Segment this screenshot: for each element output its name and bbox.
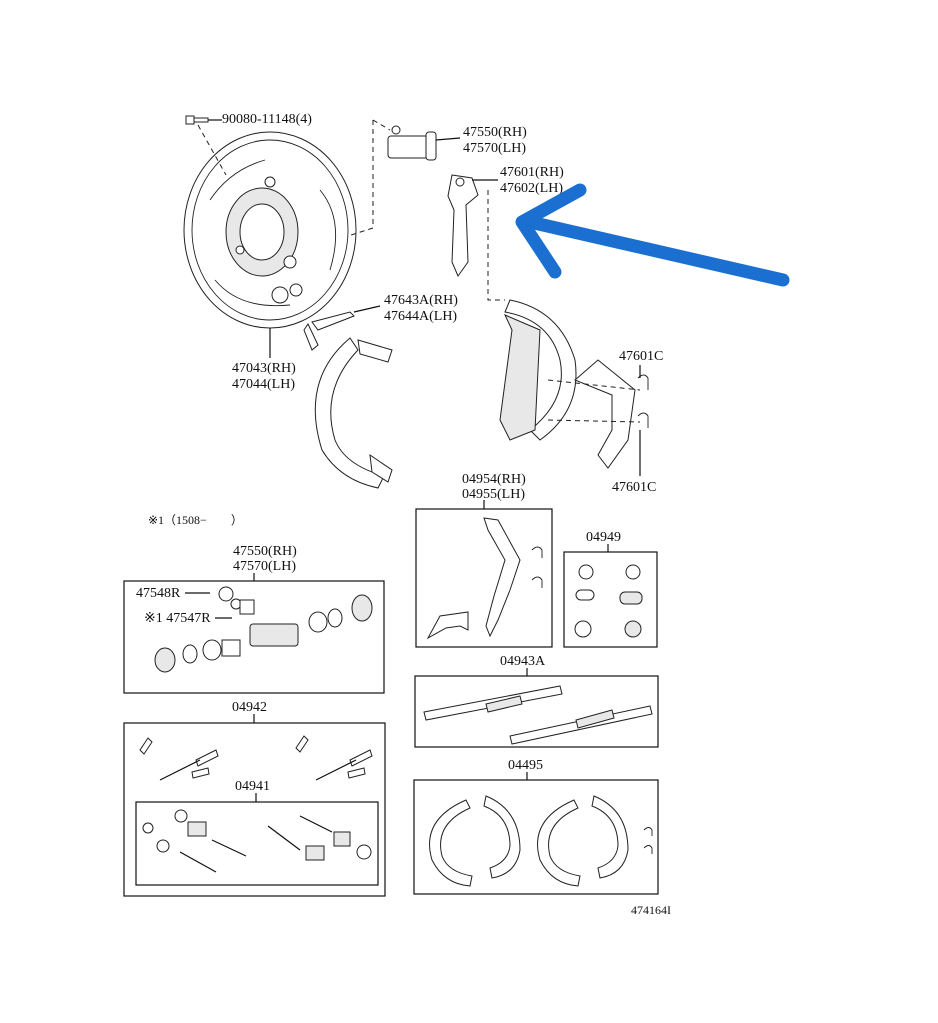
diagram-id: 474164I: [631, 903, 671, 917]
label-47548r: 47548R: [136, 586, 181, 601]
label-cylinder-lh: 47570(LH): [463, 141, 526, 156]
label-kit-lever-lh: 04955(LH): [462, 487, 525, 502]
hold-down-kit-box: [135, 801, 379, 886]
strut-part: [303, 305, 381, 351]
clip-part: [637, 374, 649, 428]
label-strut-lh: 47644A(LH): [384, 309, 457, 324]
label-47547r: ※1 47547R: [144, 611, 211, 626]
label-strut-rh: 47643A(RH): [384, 293, 458, 308]
lever-kit-box: [415, 508, 553, 648]
cylinder-kit-box: [123, 580, 385, 694]
label-kit-04941: 04941: [235, 779, 270, 794]
spring-kit-parts: [139, 735, 373, 781]
wheel-cylinder-part: [387, 125, 461, 161]
hold-down-kit-parts: [142, 809, 372, 873]
label-kit-04949: 04949: [586, 530, 621, 545]
label-kit-cylinder-rh: 47550(RH): [233, 544, 297, 559]
label-lever-lh: 47602(LH): [500, 181, 563, 196]
brake-shoe-left-part: [314, 337, 393, 489]
label-kit-04495: 04495: [508, 758, 543, 773]
label-clip-top: 47601C: [619, 349, 663, 364]
label-kit-lever-rh: 04954(RH): [462, 472, 526, 487]
label-kit-04942: 04942: [232, 700, 267, 715]
adjusting-lever-part: [447, 174, 498, 278]
shoe-kit-parts: [429, 795, 653, 887]
label-kit-cylinder-lh: 47570(LH): [233, 559, 296, 574]
label-bolt: 90080-11148(4): [222, 112, 312, 127]
adjuster-kit-parts: [423, 685, 653, 745]
label-plate-lh: 47044(LH): [232, 377, 295, 392]
label-kit-04943a: 04943A: [500, 654, 546, 669]
adjuster-kit-box: [414, 675, 659, 748]
backing-plate: [183, 131, 357, 329]
label-cylinder-rh: 47550(RH): [463, 125, 527, 140]
label-lever-rh: 47601(RH): [500, 165, 564, 180]
bolt-part: [185, 115, 222, 125]
label-clip-bottom: 47601C: [612, 480, 656, 495]
highlight-arrow-icon: [515, 183, 790, 287]
label-plate-rh: 47043(RH): [232, 361, 296, 376]
brake-shoe-right-part: [499, 299, 636, 469]
cylinder-kit-parts: [154, 586, 373, 673]
note-text: ※1（1508− ）: [148, 513, 243, 527]
shoe-kit-box: [413, 779, 659, 895]
lever-kit-parts: [426, 517, 543, 640]
pin-kit-box: [563, 551, 658, 648]
spring-kit-box: [123, 722, 386, 897]
pin-kit-parts: [574, 564, 643, 638]
